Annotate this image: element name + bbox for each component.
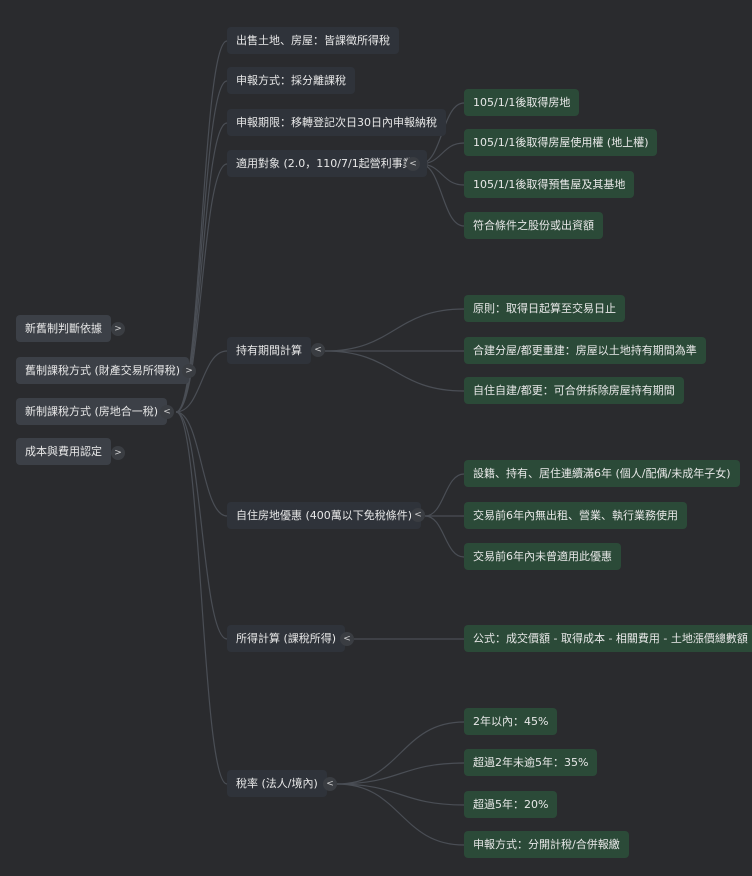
node-label: 申報方式：採分離課稅	[236, 74, 346, 87]
node-label: 新舊制判斷依據	[25, 322, 102, 335]
node-label: 稅率 (法人/境內)	[236, 777, 318, 790]
node-label: 持有期間計算	[236, 344, 302, 357]
expand-toggle-icon[interactable]: >	[111, 446, 125, 460]
collapse-toggle-icon[interactable]: <	[411, 508, 425, 522]
connector-line	[424, 473, 465, 517]
leaf-node[interactable]: 設籍、持有、居住連續滿6年 (個人/配偶/未成年子女)	[464, 460, 740, 487]
branch-node-self-use-relief[interactable]: 自住房地優惠 (400萬以下免稅條件)	[227, 502, 422, 529]
node-label: 105/1/1後取得房地	[473, 96, 571, 109]
collapse-toggle-icon[interactable]: <	[160, 405, 174, 419]
connector-line	[324, 350, 465, 392]
collapse-toggle-icon[interactable]: <	[406, 157, 420, 171]
leaf-node[interactable]: 105/1/1後取得房屋使用權 (地上權)	[464, 129, 658, 156]
leaf-node[interactable]: 申報方式：分開計稅/合併報繳	[464, 831, 629, 858]
leaf-node[interactable]: 合建分屋/都更重建：房屋以土地持有期間為準	[464, 337, 706, 364]
node-label: 符合條件之股份或出資額	[473, 219, 594, 232]
leaf-node[interactable]: 原則：取得日起算至交易日止	[464, 295, 625, 322]
node-label: 自住房地優惠 (400萬以下免稅條件)	[236, 509, 413, 522]
node-label: 交易前6年內未曾適用此優惠	[473, 550, 612, 563]
connector-line	[336, 783, 465, 806]
node-label: 設籍、持有、居住連續滿6年 (個人/配偶/未成年子女)	[473, 467, 731, 480]
node-label: 交易前6年內無出租、營業、執行業務使用	[473, 509, 678, 522]
connector-line	[175, 411, 228, 640]
node-label: 新制課稅方式 (房地合一稅)	[25, 405, 159, 418]
leaf-node[interactable]: 自住自建/都更：可合併拆除房屋持有期間	[464, 377, 684, 404]
connector-line	[336, 721, 465, 785]
node-label: 出售土地、房屋：皆課徵所得稅	[236, 34, 390, 47]
leaf-node[interactable]: 交易前6年內未曾適用此優惠	[464, 543, 621, 570]
connector-line	[324, 308, 465, 352]
collapse-toggle-icon[interactable]: <	[340, 632, 354, 646]
branch-node-applicable-targets[interactable]: 適用對象 (2.0，110/7/1起營利事業)	[227, 150, 427, 177]
branch-node-tax-rate[interactable]: 稅率 (法人/境內)	[227, 770, 327, 797]
node-label: 105/1/1後取得房屋使用權 (地上權)	[473, 136, 649, 149]
node-label: 105/1/1後取得預售屋及其基地	[473, 178, 626, 191]
leaf-node[interactable]: 公式：成交價額 - 取得成本 - 相關費用 - 土地漲價總數額	[464, 625, 752, 652]
root-node-new-old-judgement[interactable]: 新舊制判斷依據	[16, 315, 111, 342]
node-label: 成本與費用認定	[25, 445, 102, 458]
branch-node-income-calc[interactable]: 所得計算 (課稅所得)	[227, 625, 346, 652]
connector-line	[336, 783, 465, 846]
leaf-node[interactable]: 超過5年：20%	[464, 791, 558, 818]
node-label: 合建分屋/都更重建：房屋以土地持有期間為準	[473, 344, 697, 357]
node-label: 2年以內：45%	[473, 715, 549, 728]
node-label: 超過2年未逾5年：35%	[473, 756, 589, 769]
branch-node-filing-deadline[interactable]: 申報期限：移轉登記次日30日內申報納稅	[227, 109, 446, 136]
expand-toggle-icon[interactable]: >	[182, 364, 196, 378]
connector-line	[175, 411, 228, 785]
leaf-node[interactable]: 105/1/1後取得房地	[464, 89, 580, 116]
leaf-node[interactable]: 符合條件之股份或出資額	[464, 212, 603, 239]
node-label: 原則：取得日起算至交易日止	[473, 302, 616, 315]
leaf-node[interactable]: 2年以內：45%	[464, 708, 558, 735]
collapse-toggle-icon[interactable]: <	[311, 343, 325, 357]
root-node-old-tax-method[interactable]: 舊制課稅方式 (財產交易所得稅)	[16, 357, 190, 384]
node-label: 公式：成交價額 - 取得成本 - 相關費用 - 土地漲價總數額	[473, 632, 748, 645]
node-label: 申報方式：分開計稅/合併報繳	[473, 838, 620, 851]
node-label: 所得計算 (課稅所得)	[236, 632, 337, 645]
leaf-node[interactable]: 105/1/1後取得預售屋及其基地	[464, 171, 635, 198]
node-label: 超過5年：20%	[473, 798, 549, 811]
node-label: 申報期限：移轉登記次日30日內申報納稅	[236, 116, 437, 129]
collapse-toggle-icon[interactable]: <	[323, 777, 337, 791]
node-label: 舊制課稅方式 (財產交易所得稅)	[25, 364, 181, 377]
connector-line	[175, 411, 228, 517]
branch-node-holding-period[interactable]: 持有期間計算	[227, 337, 311, 364]
expand-toggle-icon[interactable]: >	[111, 322, 125, 336]
root-node-new-tax-method[interactable]: 新制課稅方式 (房地合一稅)	[16, 398, 168, 425]
branch-node-filing-method[interactable]: 申報方式：採分離課稅	[227, 67, 355, 94]
leaf-node[interactable]: 超過2年未逾5年：35%	[464, 749, 598, 776]
root-node-cost-expense[interactable]: 成本與費用認定	[16, 438, 111, 465]
branch-node-sale-taxed[interactable]: 出售土地、房屋：皆課徵所得稅	[227, 27, 399, 54]
node-label: 自住自建/都更：可合併拆除房屋持有期間	[473, 384, 675, 397]
leaf-node[interactable]: 交易前6年內無出租、營業、執行業務使用	[464, 502, 687, 529]
connector-line	[424, 515, 465, 558]
connector-line	[336, 762, 465, 785]
node-label: 適用對象 (2.0，110/7/1起營利事業)	[236, 157, 418, 170]
